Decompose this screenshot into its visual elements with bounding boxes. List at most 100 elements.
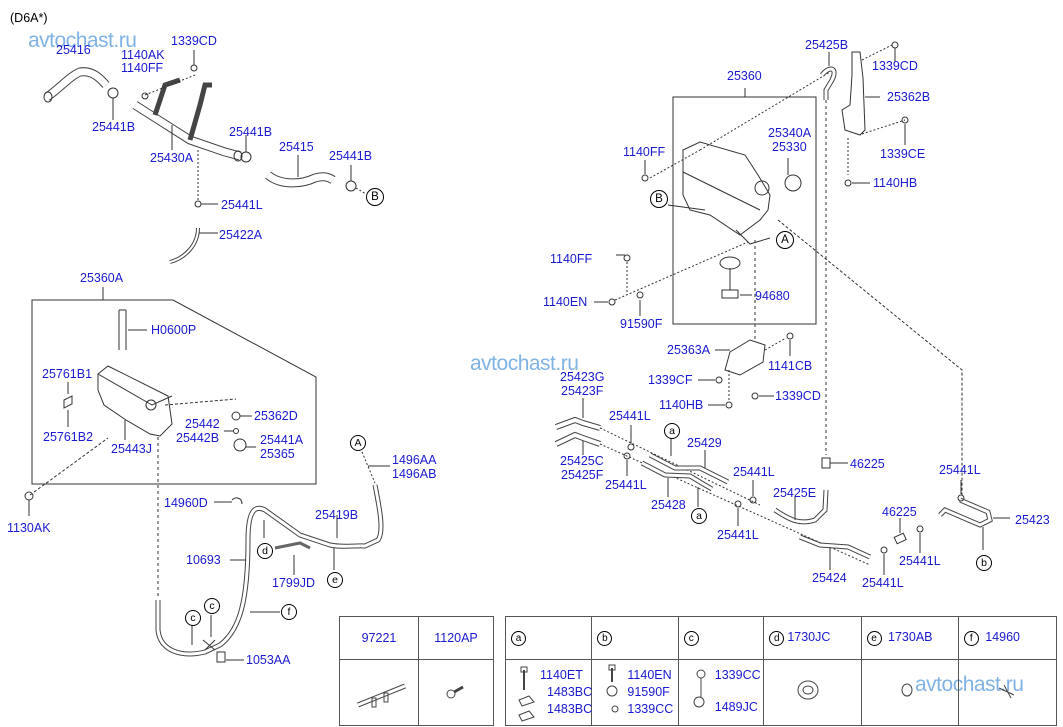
part-label[interactable]: 25365 [260,447,295,461]
part-label[interactable]: 91590F [620,317,663,331]
part-label[interactable]: 1140EN [543,295,588,309]
part-label[interactable]: 25423 [1015,513,1050,527]
part-label[interactable]: 25416 [56,43,91,57]
part-label[interactable]: 25423G [560,370,605,384]
part-label[interactable]: 25428 [651,498,686,512]
legend-col-97221[interactable]: 97221 [339,616,419,660]
part-label[interactable]: 1141CB [768,359,813,373]
part-label[interactable]: 25441L [939,463,981,477]
reservoir-25443j [97,365,173,440]
part-label[interactable]: 1140FF [623,145,666,159]
part-label[interactable]: 25429 [687,436,722,450]
legend-part[interactable]: 1339CC [714,668,761,682]
legend-header-a[interactable]: a [504,616,593,660]
label-plate [63,395,73,409]
part-label[interactable]: H0600P [151,323,197,337]
grommet-icon [797,680,819,700]
part-label[interactable]: 25441B [329,149,373,163]
part-label[interactable]: 14960D [164,496,208,510]
ref-marker-b: b [976,555,992,571]
kit-label[interactable]: 25360A [80,271,124,285]
part-label[interactable]: 25441L [899,554,941,568]
part-label[interactable]: 1496AB [392,467,437,481]
part-label[interactable]: 25761B2 [43,430,94,444]
part-label[interactable]: 25330 [772,140,807,154]
part-label[interactable]: 25362B [887,90,931,104]
legend-part[interactable]: 1483BC [547,702,593,716]
part-label[interactable]: 25419B [315,508,359,522]
clamp-25441b-3 [345,180,357,192]
part-label[interactable]: 25363A [667,343,711,357]
legend-part[interactable]: 91590F [627,685,670,699]
part-label[interactable]: 1140FF [121,61,164,75]
ref-marker-c: c [185,610,201,626]
part-label[interactable]: 25425B [805,38,849,52]
ref-mark: c [683,631,699,646]
legend-part[interactable]: 1140EN [627,668,672,682]
part-label[interactable]: 25441L [221,198,263,212]
part-label[interactable]: 1339CF [648,373,693,387]
part-label[interactable]: 94680 [755,289,790,303]
part-label[interactable]: 25422A [219,228,263,242]
part-label[interactable]: 1496AA [392,453,437,467]
part-label[interactable]: 25441L [717,528,759,542]
part-label[interactable]: 25425F [561,468,604,482]
bolt-1140en [608,298,616,306]
hose-25423g [554,416,601,431]
legend-part[interactable]: 1483BC [547,685,593,699]
part-label[interactable]: 25441A [260,433,304,447]
ref-marker-f: f [281,604,297,620]
legend-header-f[interactable]: f 14960 [957,616,1058,660]
part-label[interactable]: 25441L [605,478,647,492]
legend-col-1120ap[interactable]: 1120AP [418,616,494,660]
part-label[interactable]: 1053AA [246,653,291,667]
bolt-1141cb [786,332,794,340]
part-label[interactable]: 1140AK [121,48,165,62]
part-label[interactable]: 1140FF [550,252,593,266]
part-label[interactable]: 25441B [92,120,136,134]
part-label[interactable]: 46225 [850,457,885,471]
legend-part[interactable]: 1339CC [627,702,674,716]
part-label[interactable]: 1339CD [775,389,821,403]
part-label[interactable]: 25441B [229,125,273,139]
part-label[interactable]: 25441L [733,465,775,479]
part-label[interactable]: 25425E [773,486,817,500]
legend-part[interactable]: 1489JC [714,700,758,714]
part-label[interactable]: 1140HB [873,176,918,190]
part-label[interactable]: 25415 [279,140,314,154]
legend-header-e[interactable]: e 1730AB [860,616,959,660]
part-label[interactable]: 25430A [150,151,194,165]
hose-25425c [554,431,601,447]
part-label[interactable]: 25441L [862,576,904,590]
bracket-25362b [841,51,866,136]
legend-body-e [860,659,959,726]
hose-25416 [43,67,110,103]
part-label[interactable]: 10693 [186,553,221,567]
part-label[interactable]: 25443J [111,442,153,456]
part-label[interactable]: 25424 [812,571,847,585]
part-label[interactable]: 25761B1 [42,367,93,381]
legend-part[interactable]: 1140ET [540,668,583,682]
part-label[interactable]: 25340A [768,126,812,140]
legend-header-c[interactable]: c [677,616,765,660]
part-label[interactable]: 1140HB [659,398,704,412]
part-label[interactable]: 46225 [882,505,917,519]
part-label[interactable]: 1339CE [880,147,926,161]
part-label[interactable]: 1339CD [171,34,217,48]
part-label[interactable]: 1130AK [7,521,51,535]
clamp-25441l [194,200,202,208]
part-label[interactable]: 25441L [609,409,651,423]
part-label[interactable]: 25362D [254,409,298,423]
part-label[interactable]: 1339CD [872,59,918,73]
part-label[interactable]: 25425C [560,454,604,468]
kit-label[interactable]: 25360 [727,69,762,83]
part-label[interactable]: 25442 [185,417,220,431]
clip-icon [901,683,913,697]
legend-header-b[interactable]: b [591,616,679,660]
legend-illustration-pipe [339,659,419,726]
part-label[interactable]: 25442B [176,431,220,445]
part-label[interactable]: 25423F [561,384,604,398]
part-label[interactable]: 1799JD [272,576,316,590]
mount-rubber [719,256,741,270]
